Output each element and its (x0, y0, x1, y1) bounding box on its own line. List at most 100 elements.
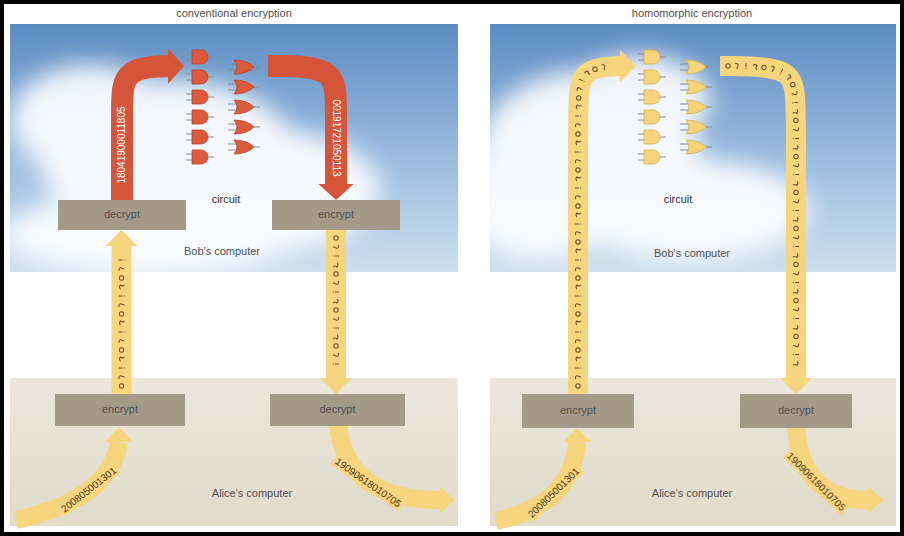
or-gate (228, 100, 260, 114)
cipher-glyph (793, 210, 799, 211)
ground-band (10, 378, 458, 526)
logic-circuit (186, 50, 260, 164)
logic-circuit (638, 50, 712, 164)
computer-name: Bob's computer (654, 247, 730, 260)
cipher-glyph (793, 145, 798, 149)
arrow-head (620, 50, 636, 82)
cipher-glyph (333, 291, 339, 292)
cipher-glyph (119, 295, 125, 296)
cipher-glyph (334, 344, 338, 348)
plaintext-number: 19090618010705 (783, 449, 849, 515)
cipher-glyph (333, 363, 339, 364)
arrow-head (868, 487, 884, 513)
plaintext-number: 18041900011805 (116, 104, 128, 185)
arrow-body (578, 66, 636, 394)
cipher-glyph (761, 65, 766, 70)
cipher-glyph (575, 196, 581, 199)
process-box: encrypt (522, 394, 634, 428)
cipher-glyph (334, 236, 338, 240)
cipher-glyph (793, 289, 798, 293)
cipher-glyph (793, 163, 799, 166)
and-gate (186, 50, 214, 64)
input-arrow (496, 428, 591, 521)
cipher-glyph (333, 299, 338, 303)
process-label: encrypt (560, 404, 596, 417)
and-gate (186, 150, 214, 164)
cipher-glyph (119, 376, 125, 379)
cloud (10, 195, 300, 272)
and-gate (638, 90, 666, 104)
process-label: decrypt (778, 404, 814, 417)
cipher-glyph (576, 240, 580, 244)
arrow-body (122, 66, 184, 200)
circuit-label: circuit (212, 193, 241, 206)
cipher-glyph (119, 304, 125, 307)
cipher-glyph (575, 232, 581, 235)
process-label: decrypt (319, 403, 355, 416)
cipher-glyph (794, 298, 798, 302)
cipher-glyph (333, 353, 339, 356)
arrow-body (268, 66, 336, 200)
cipher-glyph (576, 141, 581, 145)
cipher-glyph (333, 335, 338, 339)
computer-name: Alice's computer (652, 487, 732, 500)
cipher-glyph (575, 340, 581, 343)
cipher-glyph (579, 79, 585, 82)
cipher-glyph (575, 187, 581, 188)
and-gate (638, 110, 666, 124)
cipher-glyph (576, 168, 580, 172)
cipher-glyph (792, 102, 798, 103)
cipher-glyph (575, 295, 581, 296)
clouds (490, 55, 810, 260)
process-box: decrypt (58, 200, 186, 230)
arrow-body (720, 66, 796, 394)
cipher-glyph (575, 151, 581, 152)
cipher-glyph (770, 66, 774, 72)
data-flow-arrow (720, 63, 812, 394)
cipher-glyph (575, 115, 581, 116)
process-box: encrypt (272, 200, 400, 230)
cipher-glyph (119, 259, 125, 260)
cipher-glyph (577, 87, 583, 91)
panel-title: homomorphic encryption (632, 7, 752, 20)
arrow-head (105, 427, 133, 442)
cipher-glyph (790, 82, 795, 87)
cipher-glyph (793, 246, 799, 247)
cipher-glyph (576, 321, 581, 325)
ground-band (490, 378, 896, 526)
arrow-head (320, 378, 352, 394)
cloud (10, 65, 170, 175)
cipher-glyph (119, 367, 125, 368)
cipher-glyph (576, 384, 580, 388)
or-gate (228, 60, 260, 74)
cipher-glyph (575, 304, 581, 307)
process-label: encrypt (318, 208, 354, 221)
cipher-glyph (576, 132, 580, 136)
and-gate (186, 130, 214, 144)
cipher-glyph (793, 318, 799, 319)
arrow-head (440, 487, 455, 513)
and-gate (186, 70, 214, 84)
process-box: decrypt (740, 394, 852, 428)
cipher-glyph (794, 190, 798, 194)
or-gate (680, 140, 712, 154)
data-flow-arrow (320, 230, 352, 394)
cipher-glyph (584, 70, 590, 76)
or-gate (680, 100, 712, 114)
cipher-glyph (794, 118, 798, 122)
arrow-body (338, 424, 440, 500)
cloud (570, 160, 810, 260)
cipher-glyph (119, 276, 123, 280)
input-arrow (16, 427, 133, 520)
cipher-glyph (793, 343, 799, 346)
cipher-glyph (794, 262, 798, 266)
cipher-glyph (791, 91, 797, 95)
cipher-glyph (576, 105, 581, 109)
cipher-glyph (793, 361, 798, 365)
cipher-glyph (735, 63, 738, 69)
cipher-glyph (793, 174, 799, 175)
cipher-glyph (576, 276, 580, 280)
